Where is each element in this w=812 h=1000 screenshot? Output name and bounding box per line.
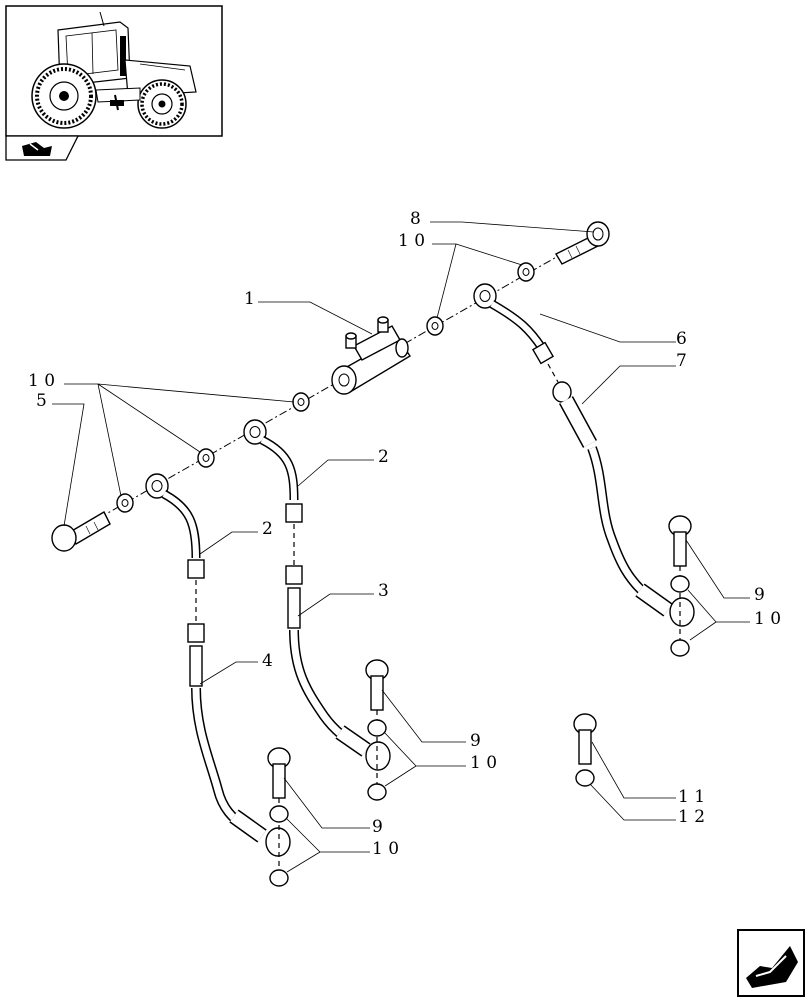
callout-10-middle: 1 0 <box>470 753 497 773</box>
callout-10-top: 1 0 <box>398 231 425 251</box>
tractor-thumbnail-icon <box>5 5 223 137</box>
pipe-2-left <box>145 473 205 579</box>
hose-7 <box>552 381 695 627</box>
callout-9-left: 9 <box>372 817 383 837</box>
callout-8: 8 <box>410 209 421 229</box>
washer-10-bottom <box>116 493 134 513</box>
callout-5: 5 <box>36 391 47 411</box>
hose-4 <box>187 623 291 857</box>
banjo-bolt-left <box>51 511 111 552</box>
banjo-bolt-top <box>555 221 610 265</box>
callout-4: 4 <box>262 651 273 671</box>
next-page-arrow-icon[interactable] <box>737 929 805 997</box>
callout-9-right: 9 <box>754 585 765 605</box>
washer-10-mid <box>292 392 310 412</box>
bolt-stack-middle <box>365 659 389 801</box>
hose-3 <box>285 565 391 771</box>
washer-10-upper-left <box>426 316 444 336</box>
pipe-2-middle <box>243 419 303 523</box>
callout-7: 7 <box>676 351 687 371</box>
callout-10-left: 1 0 <box>28 371 55 391</box>
callout-2-middle: 2 <box>378 447 389 467</box>
bolt-stack-right <box>668 515 692 657</box>
callout-1: 1 <box>244 289 255 309</box>
callout-10-bottom: 1 0 <box>372 839 399 859</box>
bolt-stack-left <box>267 747 291 887</box>
callout-10-right: 1 0 <box>754 609 781 629</box>
leader-lines <box>52 221 750 873</box>
callout-9-middle: 9 <box>470 731 481 751</box>
callout-12: 1 2 <box>678 807 705 827</box>
callout-3: 3 <box>378 581 389 601</box>
connection-line-6-7 <box>547 363 559 383</box>
callout-11: 1 1 <box>678 787 705 807</box>
callout-6: 6 <box>676 329 687 349</box>
valve-block <box>331 316 411 395</box>
callout-2-left: 2 <box>262 519 273 539</box>
washer-10-lower <box>197 448 215 468</box>
pipe-6 <box>473 283 555 365</box>
section-symbol-icon <box>5 135 80 161</box>
washer-10-upper-right <box>517 262 535 282</box>
bolt-stack-11-12 <box>573 713 597 787</box>
